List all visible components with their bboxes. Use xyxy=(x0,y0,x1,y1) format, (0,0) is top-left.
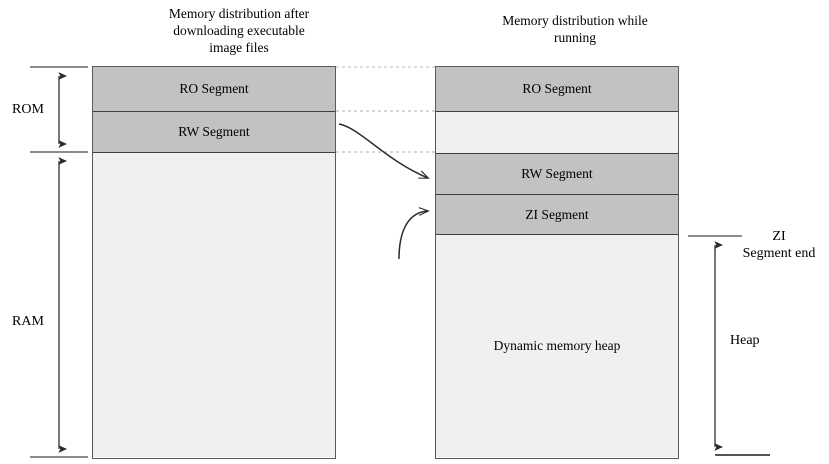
measure-label-zi-segment-end: ZI Segment end xyxy=(742,229,816,261)
measure-ram xyxy=(30,157,88,458)
right-segment-rw: RW Segment xyxy=(436,154,678,195)
left-segment-rw: RW Segment xyxy=(93,112,335,153)
right-panel-title: Memory distribution while running xyxy=(502,13,648,45)
guide-lines xyxy=(336,66,435,153)
left-segment-free xyxy=(93,153,335,457)
left-segment-ro: RO Segment xyxy=(93,67,335,112)
measure-label-heap: Heap xyxy=(730,333,760,348)
right-segment-heap: Dynamic memory heap xyxy=(436,235,678,457)
right-segment-zi: ZI Segment xyxy=(436,195,678,235)
right-segment-gap xyxy=(436,112,678,154)
left-memory-block: RO Segment RW Segment xyxy=(92,66,336,459)
left-segment-ro-label: RO Segment xyxy=(179,81,249,96)
right-memory-block: RO Segment RW Segment ZI Segment Dynamic… xyxy=(435,66,679,459)
right-segment-zi-label: ZI Segment xyxy=(525,206,589,222)
right-segment-ro-label: RO Segment xyxy=(522,81,592,96)
measure-label-ram: RAM xyxy=(12,314,44,329)
measure-label-rom: ROM xyxy=(12,102,44,117)
left-panel-title: Memory distribution after downloading ex… xyxy=(168,6,310,55)
arrow-zi-init xyxy=(398,211,428,260)
left-segment-rw-label: RW Segment xyxy=(178,124,250,139)
arrow-rw-copy xyxy=(338,123,428,178)
right-segment-heap-label: Dynamic memory heap xyxy=(493,338,621,353)
right-segment-ro: RO Segment xyxy=(436,67,678,112)
right-segment-rw-label: RW Segment xyxy=(521,166,593,181)
